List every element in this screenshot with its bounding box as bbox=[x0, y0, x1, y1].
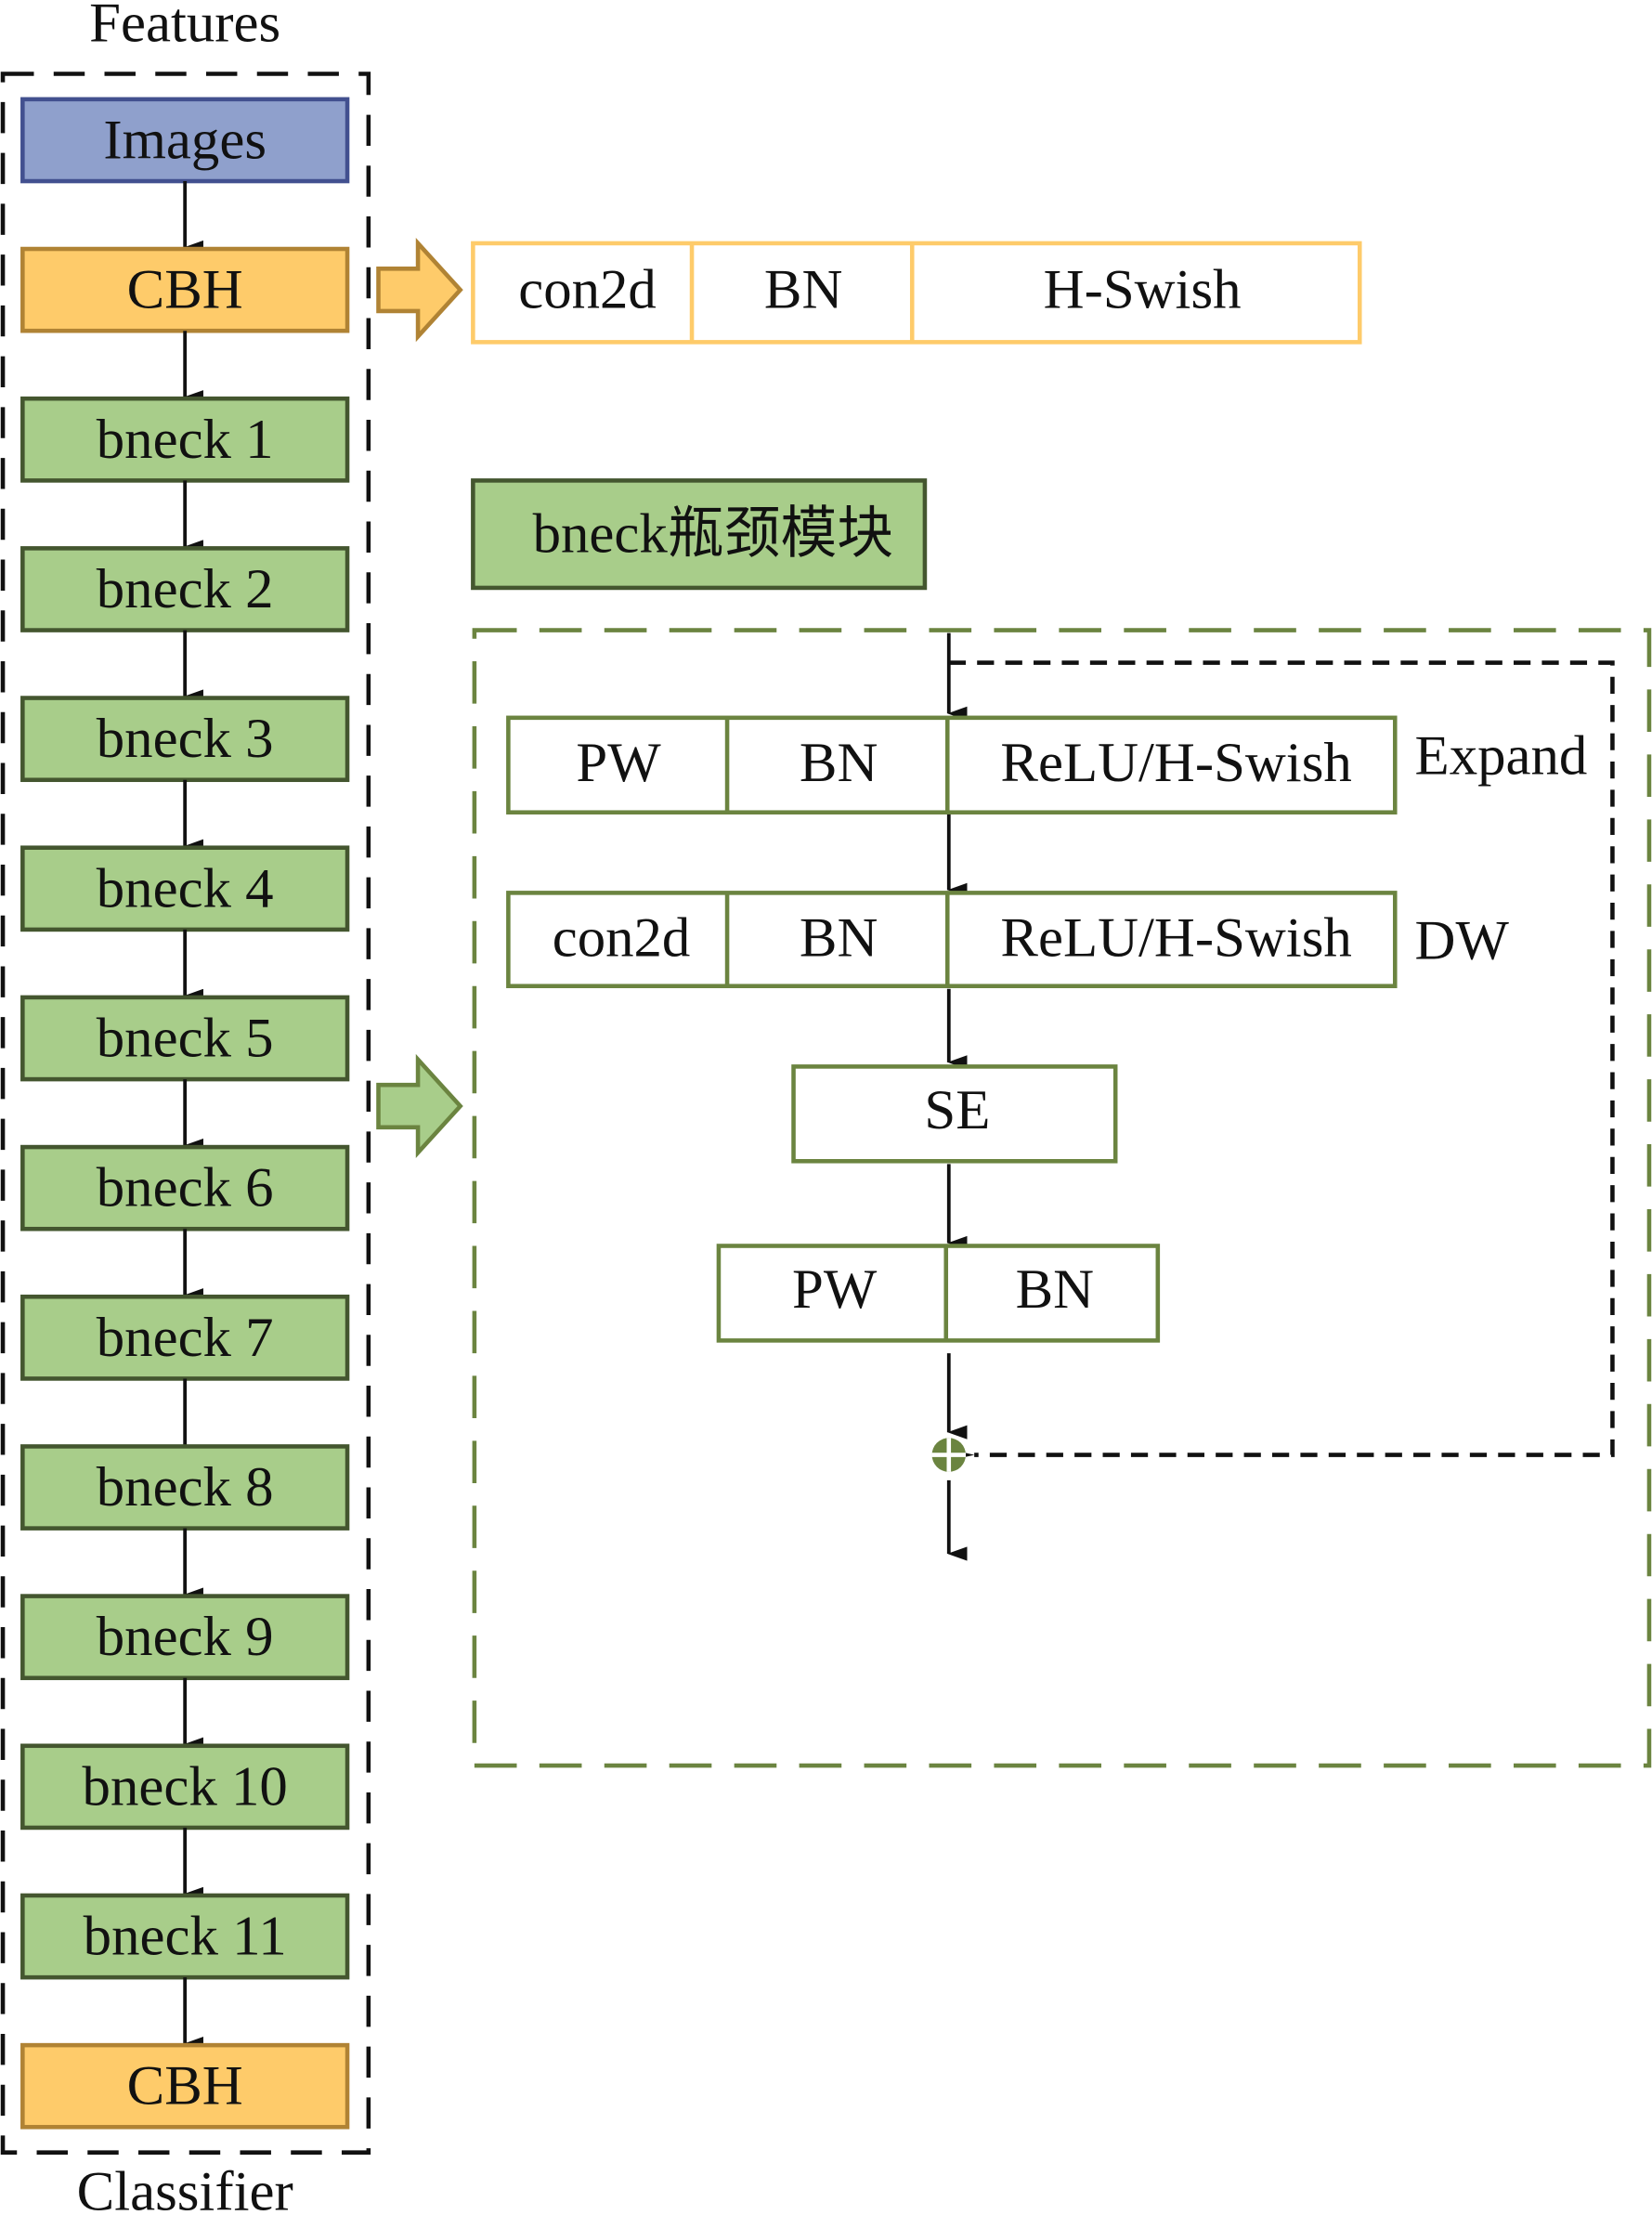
pipeline-label: bneck 7 bbox=[97, 1307, 274, 1369]
dw-bn: BN bbox=[800, 907, 878, 970]
cbh-expand-arrow-icon bbox=[376, 238, 463, 343]
bneck-title: bneck瓶颈模块 bbox=[533, 503, 893, 566]
cbh-cell-bn: BN bbox=[764, 259, 842, 321]
pipeline-label: bneck 2 bbox=[97, 558, 274, 620]
cbh-detail-block: con2d BN H-Swish bbox=[471, 241, 1362, 345]
cbh-cell-hswish: H-Swish bbox=[1044, 259, 1242, 321]
dw-label: DW bbox=[1415, 910, 1510, 972]
dw-row: con2d BN ReLU/H-Swish DW bbox=[506, 891, 1510, 989]
dw-conv: con2d bbox=[553, 907, 691, 970]
se-box bbox=[791, 1064, 1118, 1164]
pipeline-block-bneck bbox=[20, 696, 350, 783]
pipeline-label: bneck 3 bbox=[97, 708, 274, 770]
expand-pw: PW bbox=[576, 732, 661, 794]
features-dashed-frame bbox=[0, 72, 371, 2155]
cbh-cell-conv: con2d bbox=[518, 259, 657, 321]
pipeline-block-bneck bbox=[20, 1294, 350, 1381]
pipeline-label: bneck 4 bbox=[97, 857, 274, 919]
residual-shortcut bbox=[937, 660, 1615, 1464]
pipeline-label: bneck 8 bbox=[97, 1456, 274, 1518]
expand-label: Expand bbox=[1415, 724, 1588, 787]
bneck-expand-arrow-icon bbox=[376, 1053, 463, 1159]
pipeline-label: bneck 1 bbox=[97, 409, 274, 471]
pipeline-block-bneck bbox=[20, 1594, 350, 1681]
classifier-label: Classifier bbox=[77, 2161, 293, 2215]
pipeline-block-bneck bbox=[20, 396, 350, 483]
bneck-title-box bbox=[471, 478, 928, 591]
bneck-module-frame bbox=[472, 628, 1652, 1768]
pipeline-label: Images bbox=[103, 109, 267, 171]
expand-activation: ReLU/H-Swish bbox=[1000, 732, 1351, 794]
add-icon bbox=[931, 1438, 967, 1472]
project-row: PW BN bbox=[716, 1244, 1161, 1343]
pipeline-label: bneck 5 bbox=[97, 1007, 274, 1069]
pipeline-block-cbh bbox=[20, 2042, 350, 2130]
pipeline-block-bneck bbox=[20, 1144, 350, 1231]
dw-activation: ReLU/H-Swish bbox=[1000, 907, 1351, 970]
pipeline-block-bneck bbox=[20, 546, 350, 632]
pipeline-block-bneck bbox=[20, 845, 350, 932]
pipeline-block-bneck bbox=[20, 1444, 350, 1531]
project-bn: BN bbox=[1016, 1258, 1094, 1321]
project-pw: PW bbox=[792, 1258, 878, 1321]
pipeline-label: bneck 11 bbox=[84, 1906, 287, 1968]
pipeline-label: CBH bbox=[127, 259, 243, 321]
expand-row: PW BN ReLU/H-Swish Expand bbox=[506, 715, 1588, 814]
features-label: Features bbox=[89, 0, 280, 54]
pipeline-label: bneck 10 bbox=[83, 1755, 288, 1818]
cbh-detail-frame bbox=[471, 241, 1362, 345]
pipeline-label: bneck 6 bbox=[97, 1157, 274, 1219]
pipeline-label: CBH bbox=[127, 2055, 243, 2117]
pipeline-label: bneck 9 bbox=[97, 1606, 274, 1668]
expand-bn: BN bbox=[800, 732, 878, 794]
pipeline-block-bneck bbox=[20, 1893, 350, 1980]
se-label: SE bbox=[924, 1079, 990, 1141]
